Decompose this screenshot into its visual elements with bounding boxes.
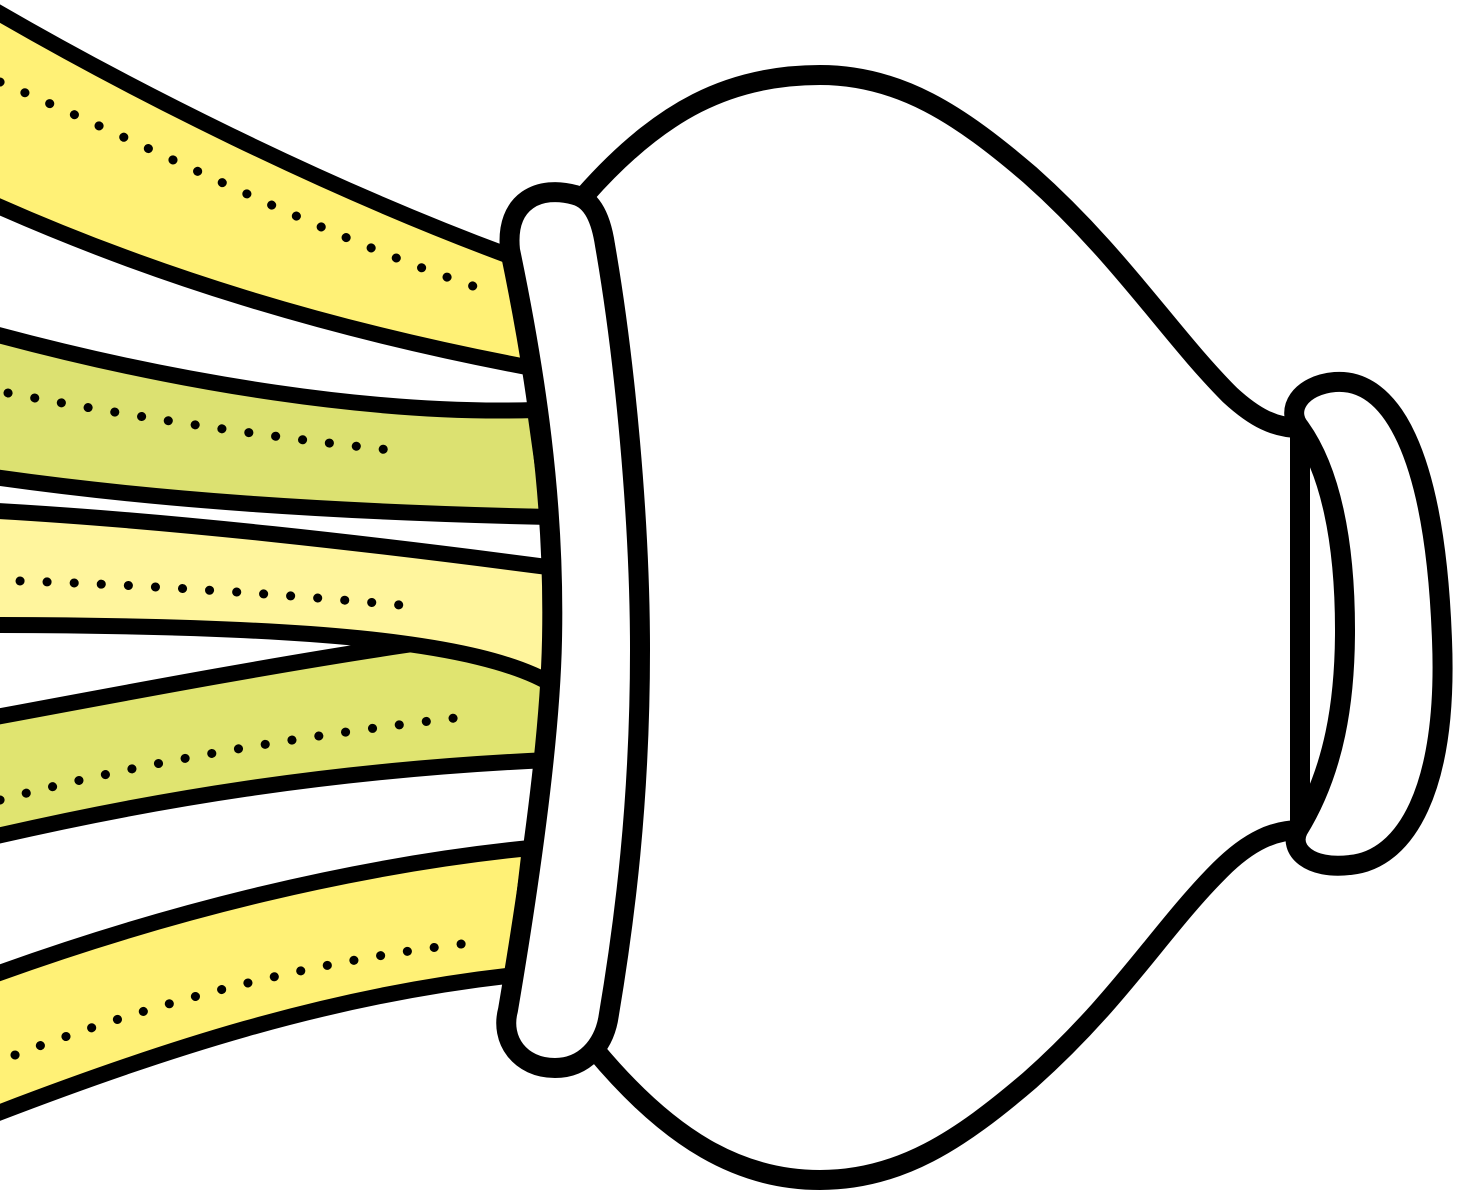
ribbon-strip-4-fill	[0, 643, 555, 840]
ribbon-strip-4	[0, 643, 555, 840]
ribbon-strip-5-fill	[0, 848, 530, 1120]
ribbon-strip-5	[0, 848, 530, 1120]
ribbon-strip-1	[0, 2, 532, 368]
vase	[506, 75, 1442, 1180]
ribbon-strips	[0, 2, 555, 1120]
vase-body	[585, 75, 1300, 1180]
ribbon-strip-1-fill	[0, 2, 532, 368]
